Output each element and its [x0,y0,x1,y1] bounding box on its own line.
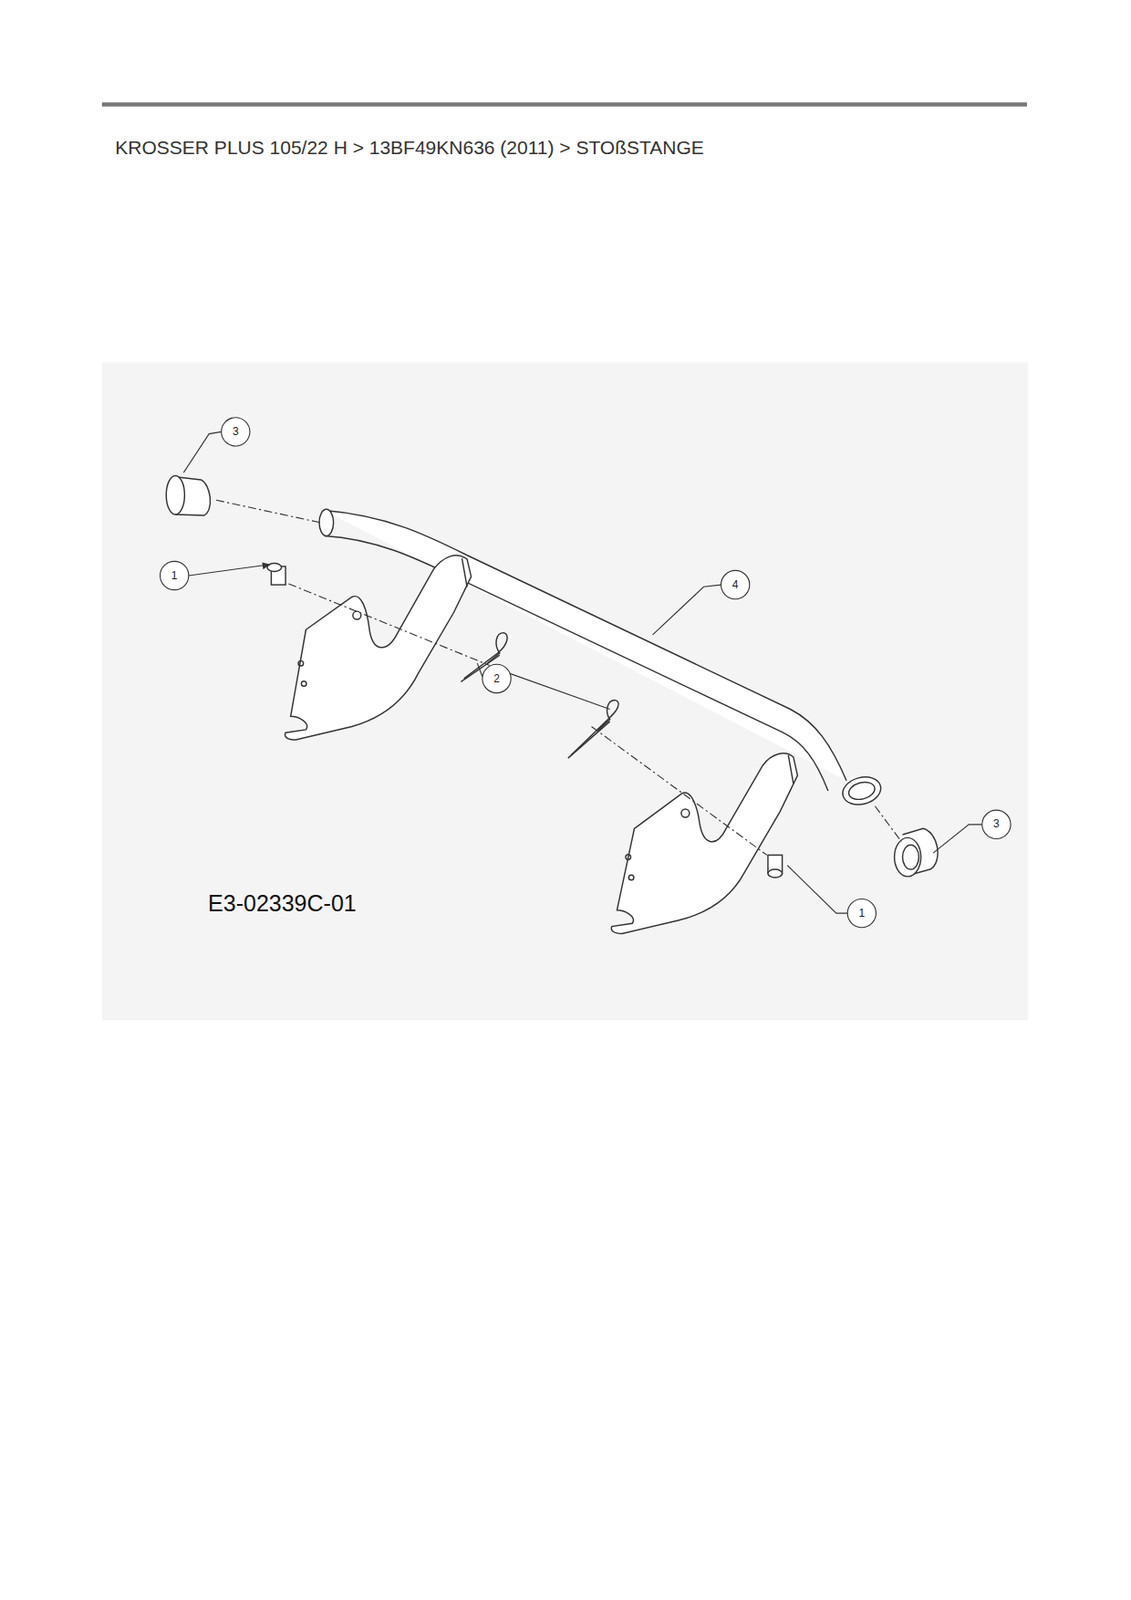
callout-number: 1 [171,569,178,582]
header-rule [102,102,1028,106]
illustration-ground [102,362,1028,1020]
drawing-number: E3-02339C-01 [207,890,357,917]
callout-number: 4 [732,578,739,592]
callout-number: 1 [858,906,865,920]
callout-number: 3 [232,425,239,438]
callout-number: 2 [493,672,500,685]
callout-number: 3 [993,817,1000,831]
breadcrumb-title: KROSSER PLUS 105/22 H > 13BF49KN636 (201… [114,136,704,159]
